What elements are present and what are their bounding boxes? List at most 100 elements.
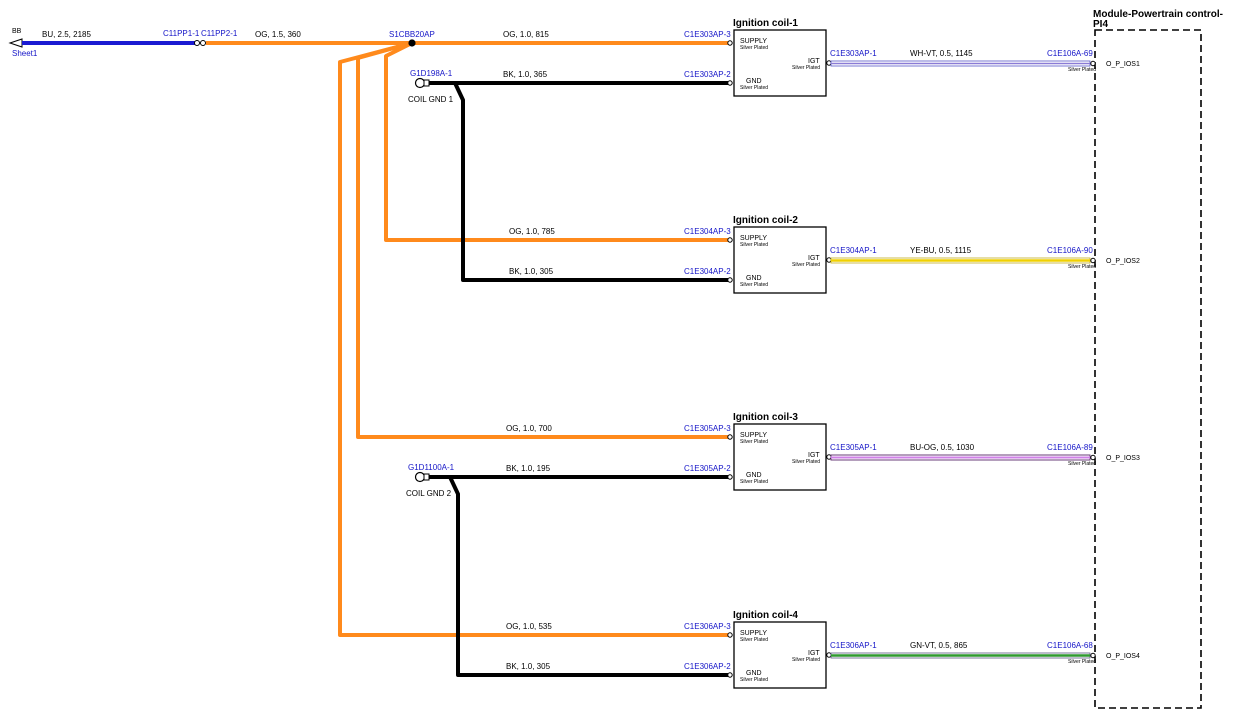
igt-wire-label: GN-VT, 0.5, 865 bbox=[910, 641, 968, 650]
gnd-pin-label: C1E305AP-2 bbox=[684, 464, 731, 473]
igt-wire-label: YE-BU, 0.5, 1115 bbox=[910, 246, 972, 255]
igt-wire-4[interactable]: C1E306AP-1 GN-VT, 0.5, 865 C1E106A-68 Si… bbox=[830, 641, 1140, 665]
inline-connector-left-label: C11PP1-1 bbox=[163, 29, 200, 38]
igt-wire-1[interactable]: C1E303AP-1 WH-VT, 0.5, 1145 C1E106A-69 S… bbox=[830, 49, 1140, 73]
supply-wires bbox=[206, 41, 730, 637]
coil-igt-plating: Silver Plated bbox=[792, 65, 820, 71]
wire-og-coil4[interactable] bbox=[338, 41, 730, 637]
module-pin-label: C1E106A-69 bbox=[1047, 49, 1093, 58]
ignition-coil-3[interactable]: Ignition coil-3 SUPPLY Silver Plated GND… bbox=[506, 412, 832, 491]
coil-supply-plating: Silver Plated bbox=[740, 242, 768, 248]
feed-wire-label: OG, 1.5, 360 bbox=[255, 30, 301, 39]
coil-title: Ignition coil-3 bbox=[733, 412, 798, 423]
igt-pin-label: C1E305AP-1 bbox=[830, 443, 877, 452]
splice-label: S1CBB20AP bbox=[389, 30, 435, 39]
wire-og-coil2[interactable] bbox=[384, 41, 730, 242]
coil-gnd-plating: Silver Plated bbox=[740, 479, 768, 485]
coil-title: Ignition coil-4 bbox=[733, 610, 798, 621]
module-signal-label: O_P_IOS4 bbox=[1106, 653, 1140, 660]
coil-gnd-label: GND bbox=[746, 275, 762, 282]
ignition-coil-4[interactable]: Ignition coil-4 SUPPLY Silver Plated GND… bbox=[506, 610, 832, 689]
module-pin-plating: Silver Plated bbox=[1068, 67, 1096, 73]
coil-box[interactable] bbox=[733, 621, 827, 689]
gnd-pin-label: C1E304AP-2 bbox=[684, 267, 731, 276]
wire-bk-coil4[interactable] bbox=[448, 476, 730, 677]
coil-box[interactable] bbox=[733, 29, 827, 97]
inline-connector[interactable]: C11PP1-1 C11PP2-1 bbox=[163, 29, 238, 46]
module-pin-plating: Silver Plated bbox=[1068, 659, 1096, 665]
supply-wire-label: OG, 1.0, 785 bbox=[509, 227, 555, 236]
supply-pin-label: C1E304AP-3 bbox=[684, 227, 731, 236]
coil-gnd-label: GND bbox=[746, 670, 762, 677]
module-pin-plating: Silver Plated bbox=[1068, 264, 1096, 270]
ignition-coil-1[interactable]: Ignition coil-1 SUPPLY Silver Plated GND… bbox=[503, 18, 832, 97]
ground-1-pin-label: G1D198A-1 bbox=[410, 69, 453, 78]
gnd-wire-label: BK, 1.0, 365 bbox=[503, 70, 548, 79]
coil-title: Ignition coil-2 bbox=[733, 215, 798, 226]
wire-bk-coil2[interactable] bbox=[453, 82, 730, 282]
ground-1-label: COIL GND 1 bbox=[408, 95, 454, 104]
coil-igt-label: IGT bbox=[808, 452, 820, 459]
ground-icon bbox=[414, 471, 426, 483]
module-title: Module-Powertrain control- bbox=[1093, 9, 1223, 20]
ground-point-2[interactable]: G1D1100A-1 COIL GND 2 bbox=[406, 463, 455, 498]
module-pin-plating: Silver Plated bbox=[1068, 461, 1096, 467]
coil-supply-plating: Silver Plated bbox=[740, 45, 768, 51]
coil-igt-plating: Silver Plated bbox=[792, 262, 820, 268]
module-pin-label: C1E106A-89 bbox=[1047, 443, 1093, 452]
offpage-arrow-icon[interactable] bbox=[8, 38, 23, 48]
coil-box[interactable] bbox=[733, 423, 827, 491]
ground-wires bbox=[428, 81, 730, 677]
supply-pin-label: C1E305AP-3 bbox=[684, 424, 731, 433]
coil-box[interactable] bbox=[733, 226, 827, 294]
ground-2-label: COIL GND 2 bbox=[406, 489, 452, 498]
module-signal-label: O_P_IOS2 bbox=[1106, 258, 1140, 265]
coil-supply-label: SUPPLY bbox=[740, 630, 767, 637]
igt-wire-2[interactable]: C1E304AP-1 YE-BU, 0.5, 1115 C1E106A-90 S… bbox=[830, 246, 1140, 270]
supply-pin-label: C1E303AP-3 bbox=[684, 30, 731, 39]
igt-wire-label: WH-VT, 0.5, 1145 bbox=[910, 49, 973, 58]
module-signal-label: O_P_IOS3 bbox=[1106, 455, 1140, 462]
supply-wire-label: OG, 1.0, 815 bbox=[503, 30, 549, 39]
igt-wire-label: BU-OG, 0.5, 1030 bbox=[910, 443, 975, 452]
coil-supply-label: SUPPLY bbox=[740, 38, 767, 45]
coil-supply-label: SUPPLY bbox=[740, 432, 767, 439]
igt-pin-label: C1E303AP-1 bbox=[830, 49, 877, 58]
gnd-wire-label: BK, 1.0, 195 bbox=[506, 464, 551, 473]
supply-wire-label: OG, 1.0, 700 bbox=[506, 424, 552, 433]
coil-gnd-plating: Silver Plated bbox=[740, 282, 768, 288]
gnd-wire-label: BK, 1.0, 305 bbox=[509, 267, 554, 276]
coil-igt-plating: Silver Plated bbox=[792, 657, 820, 663]
ground-2-pin-label: G1D1100A-1 bbox=[408, 463, 455, 472]
ground-point-1[interactable]: G1D198A-1 COIL GND 1 bbox=[408, 69, 454, 104]
gnd-wire-label: BK, 1.0, 305 bbox=[506, 662, 551, 671]
ground-icon bbox=[414, 77, 426, 89]
module-title-line2: PI4 bbox=[1093, 19, 1108, 30]
coil-supply-plating: Silver Plated bbox=[740, 637, 768, 643]
supply-pin-label: C1E306AP-3 bbox=[684, 622, 731, 631]
source-sheet-link[interactable]: Sheet1 bbox=[12, 49, 38, 58]
coil-igt-label: IGT bbox=[808, 255, 820, 262]
gnd-pin-label: C1E303AP-2 bbox=[684, 70, 731, 79]
coil-title: Ignition coil-1 bbox=[733, 18, 798, 29]
coil-supply-label: SUPPLY bbox=[740, 235, 767, 242]
ignition-coil-2[interactable]: Ignition coil-2 SUPPLY Silver Plated GND… bbox=[509, 215, 832, 294]
coil-gnd-plating: Silver Plated bbox=[740, 677, 768, 683]
gnd-pin-label: C1E306AP-2 bbox=[684, 662, 731, 671]
coil-supply-plating: Silver Plated bbox=[740, 439, 768, 445]
source-wire-label: BU, 2.5, 2185 bbox=[42, 30, 91, 39]
splice-node[interactable]: S1CBB20AP bbox=[389, 30, 435, 47]
module-pin-label: C1E106A-90 bbox=[1047, 246, 1093, 255]
igt-pin-label: C1E306AP-1 bbox=[830, 641, 877, 650]
inline-connector-right-label: C11PP2-1 bbox=[201, 29, 238, 38]
source-name: BB bbox=[12, 28, 22, 35]
module-powertrain-frame[interactable] bbox=[1094, 29, 1202, 709]
coil-gnd-plating: Silver Plated bbox=[740, 85, 768, 91]
igt-wire-3[interactable]: C1E305AP-1 BU-OG, 0.5, 1030 C1E106A-89 S… bbox=[830, 443, 1140, 467]
module-pin-label: C1E106A-68 bbox=[1047, 641, 1093, 650]
coil-gnd-label: GND bbox=[746, 472, 762, 479]
coil-igt-label: IGT bbox=[808, 58, 820, 65]
module-signal-label: O_P_IOS1 bbox=[1106, 61, 1140, 68]
igt-pin-label: C1E304AP-1 bbox=[830, 246, 877, 255]
